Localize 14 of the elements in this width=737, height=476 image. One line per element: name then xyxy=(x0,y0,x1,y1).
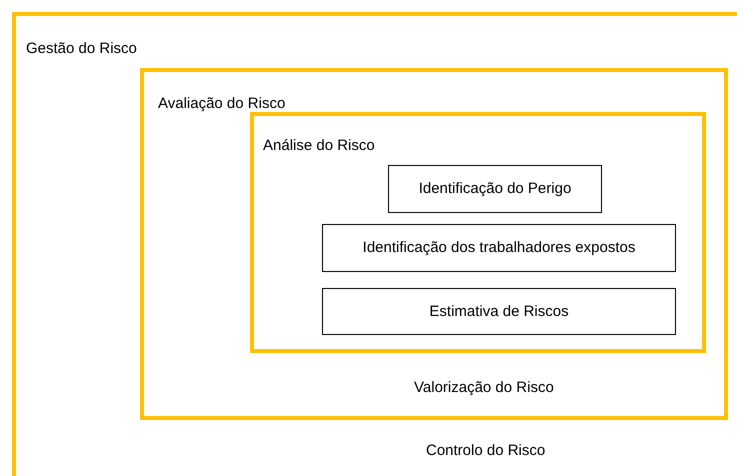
box-label: Identificação dos trabalhadores expostos xyxy=(362,238,636,258)
group-frame xyxy=(250,112,706,353)
group-frame xyxy=(140,68,728,420)
group-label: Avaliação do Risco xyxy=(158,95,286,113)
group-label: Análise do Risco xyxy=(263,137,375,155)
group-frame xyxy=(12,12,737,476)
group-label: Controlo do Risco xyxy=(426,442,546,460)
process-box xyxy=(322,288,676,335)
process-box xyxy=(322,224,676,272)
box-label: Identificação do Perigo xyxy=(418,179,572,199)
process-box xyxy=(388,165,602,213)
group-label: Gestão do Risco xyxy=(26,40,137,58)
box-label: Estimativa de Riscos xyxy=(428,302,570,322)
group-label: Valorização do Risco xyxy=(414,379,554,397)
